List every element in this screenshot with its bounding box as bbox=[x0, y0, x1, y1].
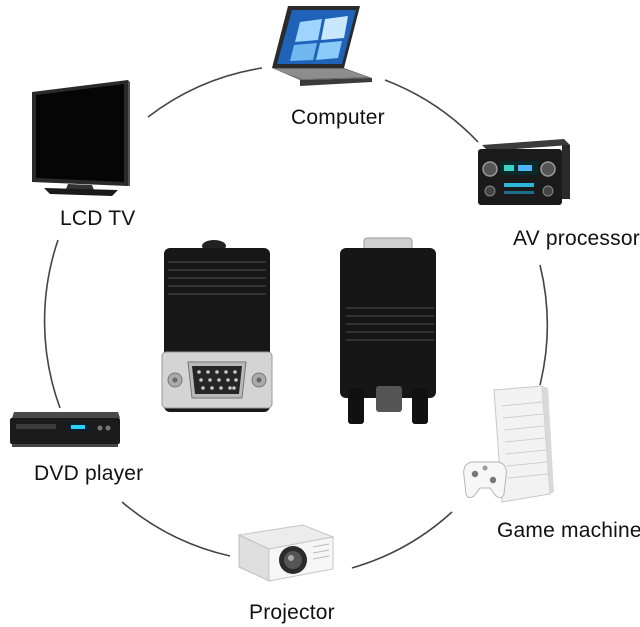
dvd-player-icon bbox=[8, 408, 122, 450]
computer-label: Computer bbox=[291, 106, 385, 129]
lcd-tv-icon bbox=[28, 78, 132, 200]
vga-adapter-back bbox=[336, 236, 440, 428]
av-processor-icon bbox=[474, 135, 574, 209]
projector-label: Projector bbox=[249, 601, 335, 624]
laptop-icon bbox=[260, 4, 376, 96]
lcd-tv-label: LCD TV bbox=[60, 207, 136, 230]
dvd-player-label: DVD player bbox=[34, 462, 144, 485]
av-processor-label: AV processor bbox=[513, 227, 640, 250]
game-console-icon bbox=[458, 384, 554, 506]
projector-icon bbox=[233, 515, 337, 587]
vga-adapter-front bbox=[158, 238, 276, 416]
game-machine-label: Game machine bbox=[497, 519, 640, 542]
